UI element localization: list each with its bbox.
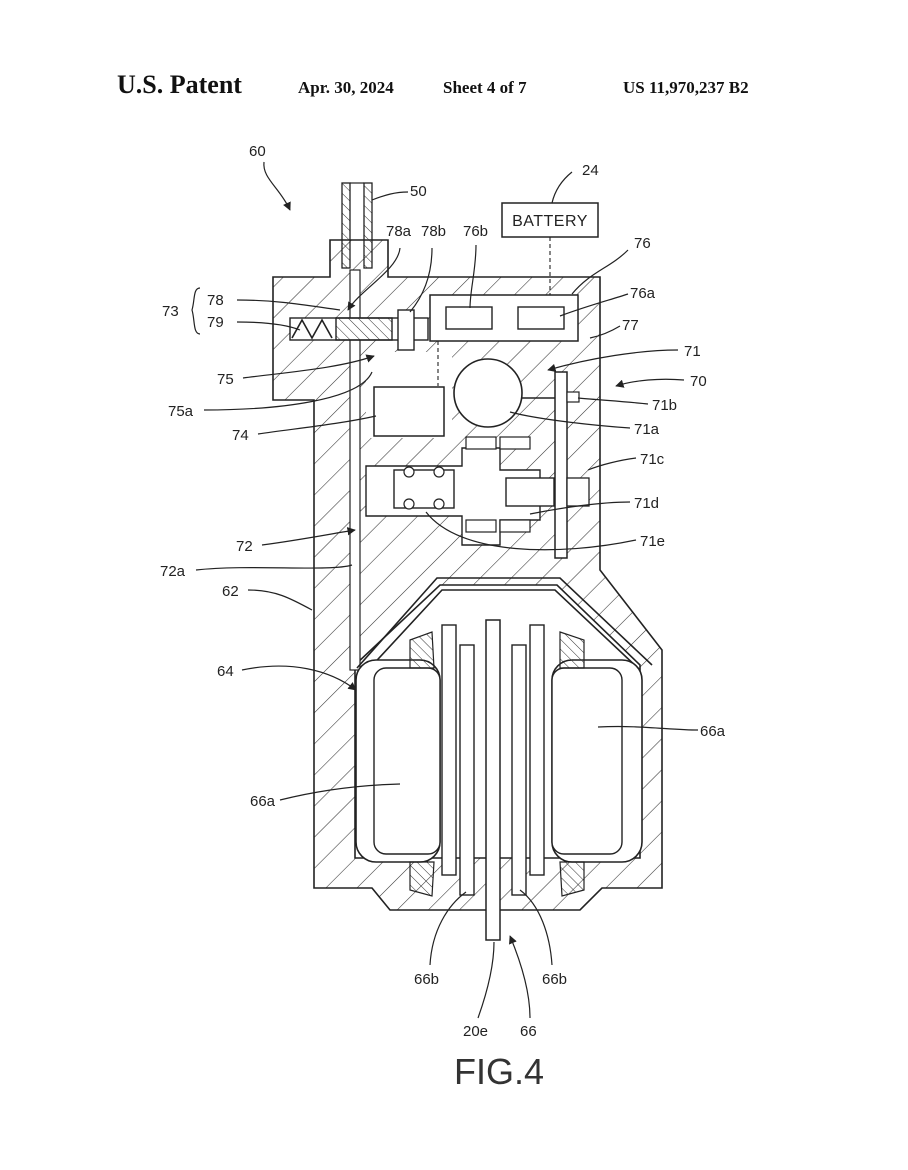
ref-20e: 20e	[463, 1023, 488, 1040]
ref-74: 74	[232, 427, 249, 444]
ref-71d: 71d	[634, 495, 659, 512]
pump-71d	[393, 436, 590, 533]
ref-66a-right: 66a	[700, 723, 726, 740]
pipe-50	[341, 182, 373, 269]
ref-76a: 76a	[630, 285, 656, 302]
ref-71c: 71c	[640, 451, 665, 468]
battery-label: BATTERY	[512, 213, 588, 230]
coil-66a-left	[355, 631, 441, 897]
stator-66b-left	[441, 624, 475, 896]
valve-assembly-78	[289, 309, 429, 351]
patent-date: Apr. 30, 2024	[298, 78, 394, 97]
ref-71a: 71a	[634, 421, 660, 438]
ref-72: 72	[236, 538, 253, 555]
ref-66a-left: 66a	[250, 793, 276, 810]
ref-73: 73	[162, 303, 179, 320]
battery-24: BATTERY	[501, 202, 599, 295]
ref-77: 77	[622, 317, 639, 334]
ref-78b: 78b	[421, 223, 446, 240]
stator-66b-right	[511, 624, 545, 896]
ref-78: 78	[207, 292, 224, 309]
ref-66b-left: 66b	[414, 971, 439, 988]
sheet-number: Sheet 4 of 7	[443, 78, 527, 97]
ref-70: 70	[690, 373, 707, 390]
ref-50: 50	[410, 183, 427, 200]
ref-64: 64	[217, 663, 234, 680]
ref-72a: 72a	[160, 563, 186, 580]
patent-office-label: U.S. Patent	[117, 70, 242, 99]
controller-76	[429, 294, 579, 386]
ref-78a: 78a	[386, 223, 412, 240]
reference-labels: 60 50 24 78a 78b 76b 76 73 78 79 76a 77 …	[160, 143, 726, 1040]
ref-71: 71	[684, 343, 701, 360]
ref-75: 75	[217, 371, 234, 388]
leader-lines	[195, 161, 699, 1019]
ref-66: 66	[520, 1023, 537, 1040]
block-74	[373, 386, 445, 437]
ref-24: 24	[582, 162, 599, 179]
ref-76b: 76b	[463, 223, 488, 240]
ref-71b: 71b	[652, 397, 677, 414]
ref-75a: 75a	[168, 403, 194, 420]
ref-71e: 71e	[640, 533, 665, 550]
plate-71c	[522, 371, 580, 559]
ref-79: 79	[207, 314, 224, 331]
channel-72	[349, 269, 361, 671]
figure-caption: FIG.4	[454, 1051, 544, 1092]
patent-number: US 11,970,237 B2	[623, 78, 749, 97]
ref-76: 76	[634, 235, 651, 252]
coil-cover	[356, 577, 653, 671]
patent-header: U.S. Patent Apr. 30, 2024 Sheet 4 of 7 U…	[0, 70, 908, 106]
ref-60: 60	[249, 143, 266, 160]
ref-62: 62	[222, 583, 239, 600]
electrode-20e	[485, 619, 501, 941]
coil-66a-right	[551, 631, 643, 897]
ref-66b-right: 66b	[542, 971, 567, 988]
